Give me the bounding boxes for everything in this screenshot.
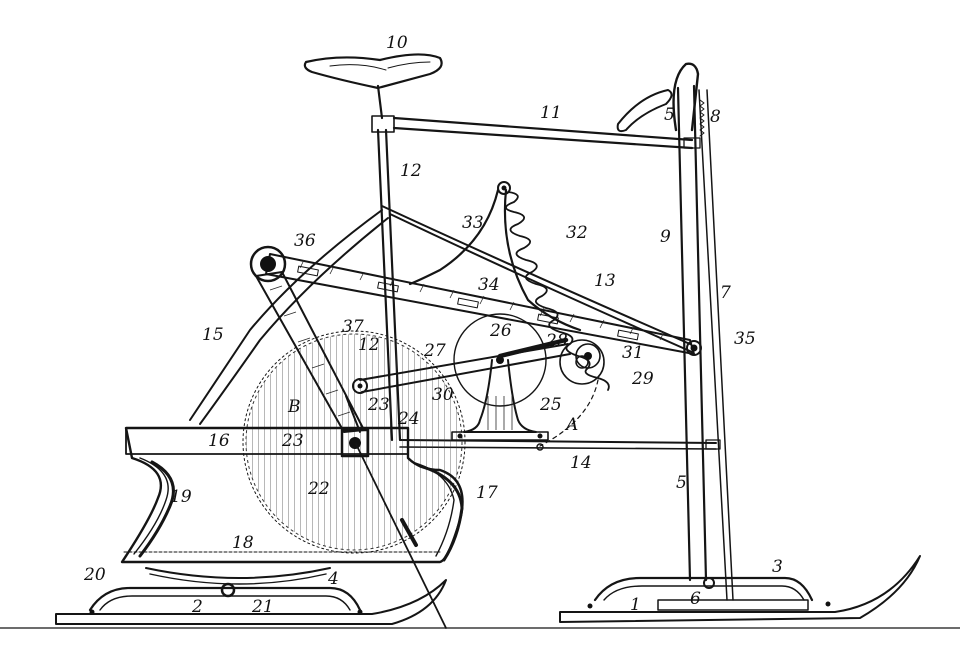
label-23-lower: 23: [281, 431, 304, 451]
label-33: 33: [462, 213, 484, 233]
label-4: 4: [327, 569, 339, 589]
label-22: 22: [307, 479, 330, 499]
label-25: 25: [539, 395, 562, 415]
label-26: 26: [489, 321, 512, 341]
label-37: 37: [342, 317, 364, 337]
reference-numerals: 1 2 3 4 5 5 6 7 8 9 10 11 12 12 13 14 15…: [83, 33, 783, 617]
label-6: 6: [690, 589, 701, 609]
label-5-top: 5: [664, 105, 675, 125]
label-8: 8: [710, 107, 721, 127]
label-10: 10: [386, 33, 408, 53]
front-steering-post: [616, 62, 734, 601]
label-32: 32: [566, 223, 588, 243]
label-14: 14: [570, 453, 592, 473]
label-19: 19: [170, 487, 192, 507]
label-30: 30: [432, 385, 454, 405]
label-27: 27: [423, 341, 446, 361]
label-28: 28: [545, 331, 568, 351]
label-7: 7: [720, 283, 731, 303]
label-23-upper: 23: [367, 395, 390, 415]
engine-group: [352, 313, 605, 447]
label-18: 18: [232, 533, 254, 553]
label-12-top: 12: [400, 161, 422, 181]
label-24: 24: [397, 409, 420, 429]
label-5-bottom: 5: [676, 473, 687, 493]
label-35: 35: [734, 329, 756, 349]
label-1: 1: [630, 595, 641, 615]
label-3: 3: [772, 557, 783, 577]
label-B: B: [287, 397, 301, 417]
front-ski-assembly: [559, 555, 921, 623]
label-21: 21: [251, 597, 274, 617]
label-16: 16: [208, 431, 230, 451]
label-A: A: [564, 415, 578, 435]
lever-arm: [249, 245, 702, 433]
rear-ski-assembly: [55, 443, 447, 629]
label-34: 34: [478, 275, 500, 295]
label-11: 11: [540, 103, 562, 123]
label-29: 29: [631, 369, 654, 389]
label-12-mid: 12: [358, 335, 380, 355]
label-31: 31: [622, 343, 644, 363]
coil-spring: [505, 191, 610, 391]
label-36: 36: [294, 231, 316, 251]
label-2: 2: [191, 597, 203, 617]
label-9: 9: [660, 227, 671, 247]
label-15: 15: [202, 325, 224, 345]
label-13: 13: [594, 271, 616, 291]
label-20: 20: [83, 565, 106, 585]
label-17: 17: [476, 483, 498, 503]
